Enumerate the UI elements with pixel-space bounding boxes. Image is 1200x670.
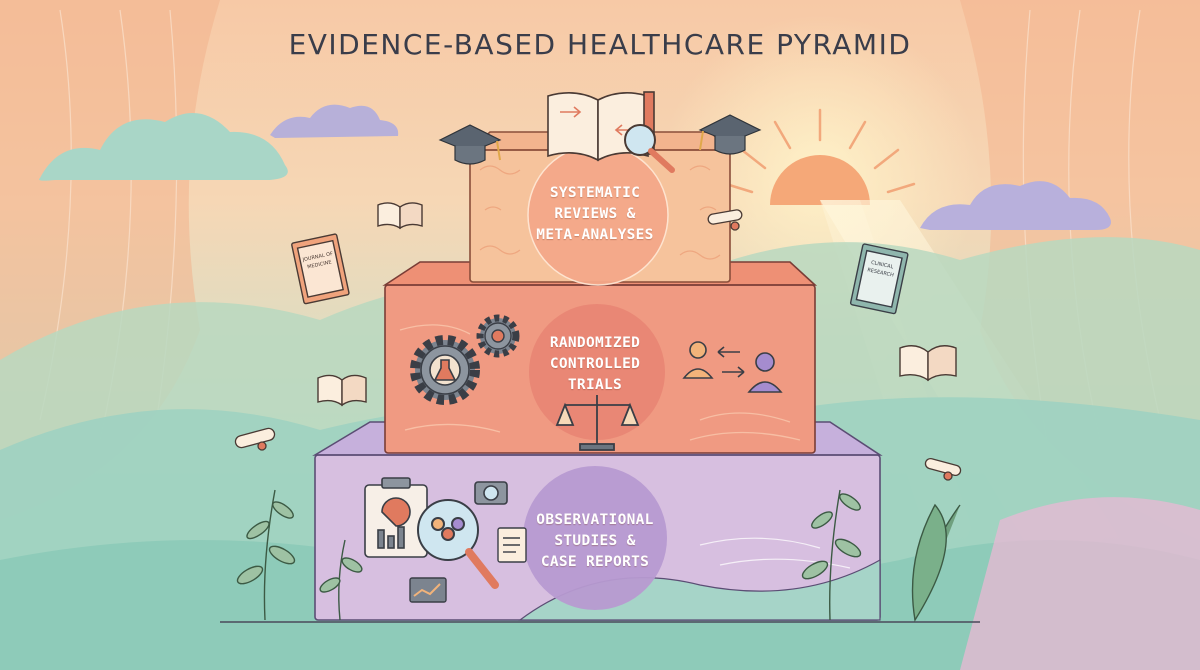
- hill-right-pink: [960, 497, 1200, 670]
- sun: [770, 155, 870, 205]
- cloud-small: [270, 104, 399, 138]
- tier-label-line: META-ANALYSES: [536, 227, 654, 243]
- line-chart-icon: [409, 577, 447, 603]
- tier-label-line: CASE REPORTS: [540, 554, 650, 570]
- scales-icon: [555, 395, 640, 451]
- journal-icon: JOURNAL OF MEDICINE: [291, 233, 350, 305]
- scroll-icon: [924, 457, 962, 481]
- magnifier-icon: [624, 124, 675, 173]
- book-icon: [317, 374, 367, 407]
- bottom-circle: [523, 466, 667, 610]
- clinical-label: CLINICAL: [870, 260, 894, 271]
- book-icon: [377, 202, 423, 230]
- tier-label-middle: RANDOMIZED CONTROLLED TRIALS: [520, 333, 670, 396]
- tier-label-line: RANDOMIZED: [549, 335, 641, 351]
- scroll-icon: [234, 427, 276, 451]
- gear-icon: [476, 314, 520, 358]
- tier-label-line: STUDIES &: [554, 533, 636, 549]
- journal-label: MEDICINE: [307, 259, 332, 270]
- book-icon: [899, 345, 957, 382]
- gear-flask-icon: [410, 335, 480, 405]
- graduation-cap-icon: [698, 114, 762, 155]
- magnifier-people-icon: [417, 499, 499, 589]
- tier-label-line: SYSTEMATIC: [549, 185, 641, 201]
- scroll-icon: [707, 209, 743, 231]
- document-icon: [497, 527, 527, 563]
- sun-rays: [724, 108, 916, 194]
- tier-label-line: REVIEWS &: [554, 206, 636, 222]
- person-exchange-icon: [682, 341, 783, 393]
- graduation-cap-icon: [438, 124, 502, 165]
- camera-icon: [474, 481, 508, 505]
- tier-label-line: TRIALS: [567, 377, 623, 393]
- page-title: EVIDENCE-BASED HEALTHCARE PYRAMID: [288, 28, 912, 61]
- plant-right: [801, 489, 961, 622]
- tier-label-line: CONTROLLED: [549, 356, 641, 372]
- tier-label-line: OBSERVATIONAL: [536, 512, 654, 528]
- clinical-research-journal-icon: CLINICAL RESEARCH: [849, 243, 909, 315]
- cloud-left: [39, 113, 288, 181]
- plant-left: [236, 489, 363, 621]
- clipboard-chart-icon: [364, 477, 428, 558]
- tier-label-top: SYSTEMATIC REVIEWS & META-ANALYSES: [520, 183, 670, 246]
- tier-label-bottom: OBSERVATIONAL STUDIES & CASE REPORTS: [515, 510, 675, 573]
- clinical-label: RESEARCH: [867, 267, 895, 279]
- cloud-right: [920, 181, 1111, 230]
